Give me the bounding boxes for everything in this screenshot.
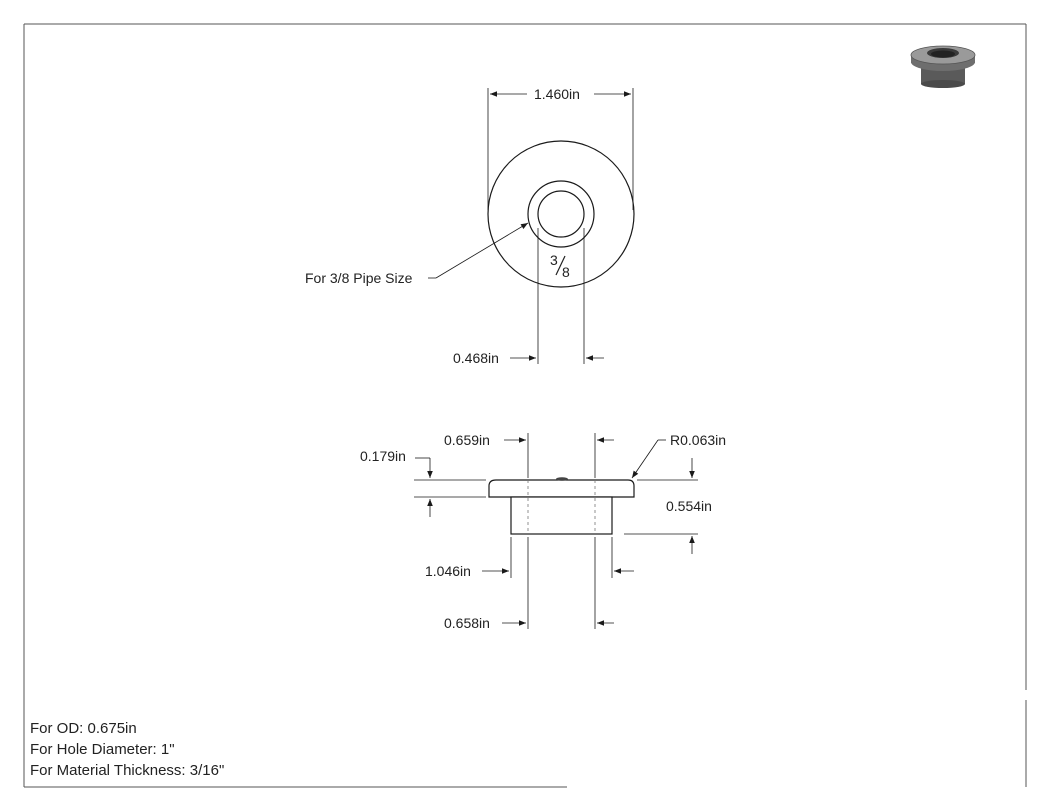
size-mark-numerator: 3 bbox=[550, 252, 558, 268]
dim-flange-thickness bbox=[414, 457, 486, 517]
pipe-callout-text: For 3/8 Pipe Size bbox=[305, 270, 413, 286]
dim-fillet-radius bbox=[631, 439, 666, 479]
dim-total-height-text: 0.554in bbox=[666, 498, 712, 514]
spec-notes: For OD: 0.675in For Hole Diameter: 1" Fo… bbox=[30, 718, 224, 781]
side-view: 0.659in R0.063in 0.179in 0.554in bbox=[360, 432, 726, 631]
dim-flange-thickness-text: 0.179in bbox=[360, 448, 406, 464]
pipe-leader bbox=[428, 222, 529, 279]
note-od: For OD: 0.675in bbox=[30, 720, 137, 737]
dim-outer-diameter-text: 1.460in bbox=[534, 86, 580, 102]
flange-profile bbox=[488, 479, 635, 498]
dim-total-height bbox=[624, 458, 698, 554]
dim-body-diameter-text: 1.046in bbox=[425, 563, 471, 579]
sheet-border bbox=[23, 23, 1027, 788]
part-thumbnail bbox=[910, 45, 976, 88]
size-mark-denominator: 8 bbox=[562, 264, 570, 280]
dim-inner-diameter-text: 0.468in bbox=[453, 350, 499, 366]
bore-circle bbox=[537, 190, 585, 238]
dim-bore-diameter bbox=[502, 537, 614, 629]
dim-body-diameter bbox=[482, 537, 634, 578]
hidden-bore-lines bbox=[527, 480, 596, 534]
size-mark-slash bbox=[555, 255, 566, 276]
body-profile bbox=[510, 496, 613, 535]
note-hole-diameter: For Hole Diameter: 1" bbox=[30, 741, 175, 758]
dim-inner-diameter bbox=[510, 228, 604, 364]
note-material-thickness: For Material Thickness: 3/16" bbox=[30, 762, 225, 779]
dim-flange-diameter bbox=[504, 433, 614, 478]
dim-bore-diameter-text: 0.658in bbox=[444, 615, 490, 631]
dim-outer-diameter bbox=[487, 88, 634, 210]
dim-fillet-radius-text: R0.063in bbox=[670, 432, 726, 448]
dim-flange-diameter-text: 0.659in bbox=[444, 432, 490, 448]
top-view: 3 8 1.460in For 3/8 Pipe Size 0.468in bbox=[305, 86, 635, 366]
